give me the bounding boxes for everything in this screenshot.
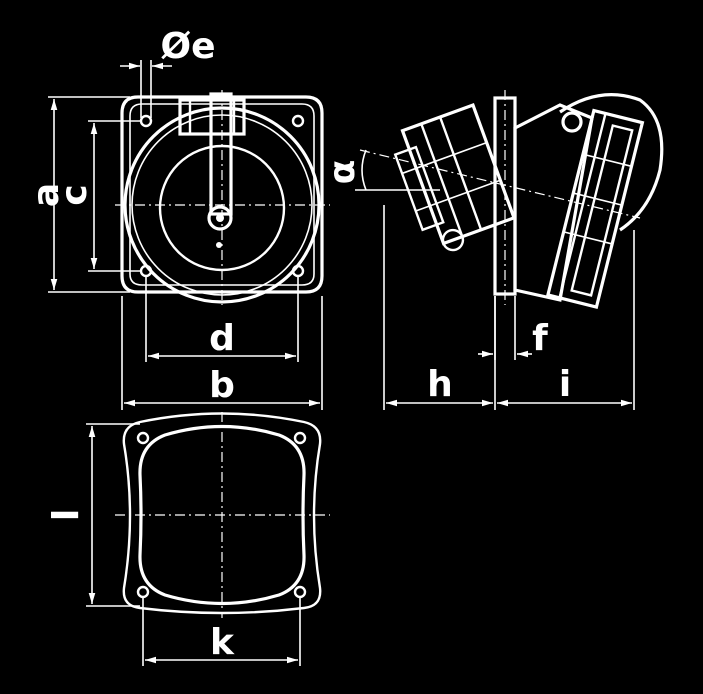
lid-arm [209,92,233,216]
socket-housing [545,108,645,309]
front-housing-inner [129,103,315,286]
dimension-f [478,296,532,360]
center-pin [207,205,233,231]
panel-cutout-view [115,412,330,618]
front-view [115,90,330,305]
lid-outline [559,93,664,232]
cutout-opening [138,424,306,606]
label-f: f [532,318,548,359]
dimension-b [121,296,323,410]
dimension-c [88,120,142,272]
dimension-a [48,96,130,293]
rear-body [393,103,517,252]
earth-mark [216,242,222,248]
dimension-e [120,60,172,118]
lid-hinge-knob [561,111,583,133]
label-d: d [209,318,235,359]
dimension-k [142,598,301,666]
label-b: b [209,365,235,406]
label-h: h [427,364,453,405]
cutout-mounting-holes [136,431,307,599]
dimension-h-i [383,205,635,410]
front-body [513,103,594,302]
side-view [359,90,664,309]
label-k: k [210,622,235,663]
dimension-alpha [355,149,440,191]
cutout-outline [122,412,322,615]
dimension-l [86,423,140,607]
axis-line [359,149,641,219]
label-e: Øe [160,26,215,67]
label-a: a [26,183,67,207]
front-housing [120,95,324,294]
center-pin-dot [216,214,224,222]
dimension-d [145,277,299,362]
label-i: i [559,364,571,405]
label-c: c [54,184,95,205]
label-l: l [46,509,87,521]
label-alpha: α [322,160,363,185]
